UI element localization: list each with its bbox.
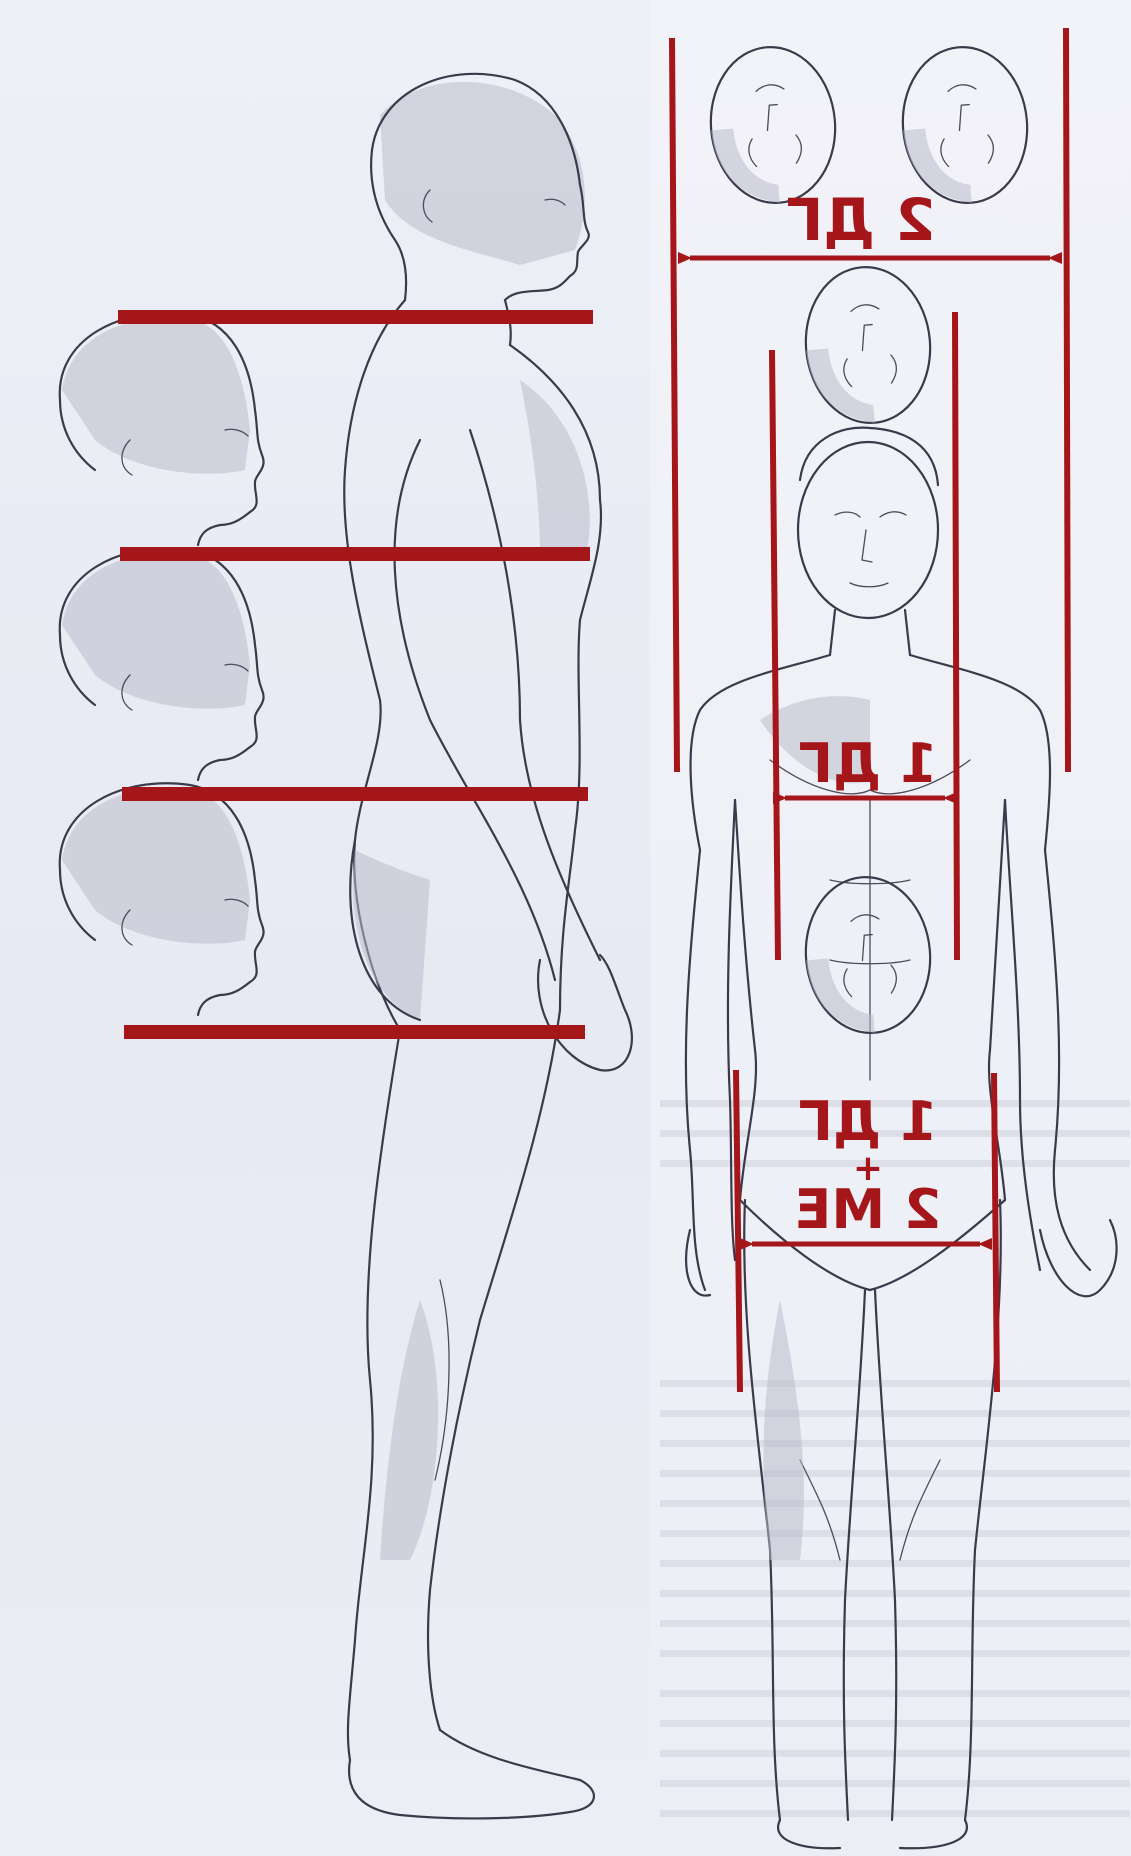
shoulder-guide-left xyxy=(672,38,677,772)
label-hip-bottom: 2 МЕ xyxy=(795,1178,942,1241)
waist-guide-left xyxy=(772,350,778,960)
profile-head-3 xyxy=(60,783,264,1015)
unit-head-middle xyxy=(799,262,936,428)
stacked-profile-heads xyxy=(60,313,264,1015)
waist-guide-right xyxy=(955,312,957,960)
label-hip-top: 1 ДГ xyxy=(799,1090,938,1153)
label-waist-width: 1 ДГ xyxy=(799,732,938,795)
unit-head-top-left xyxy=(704,42,841,208)
shoulder-guide-right xyxy=(1066,28,1068,772)
hip-guide-left xyxy=(736,1070,740,1392)
profile-head-1 xyxy=(60,313,264,545)
profile-head-2 xyxy=(60,548,264,780)
label-shoulder-width: 2 ДГ xyxy=(786,186,935,254)
side-view-figure xyxy=(344,74,632,1819)
unit-head-torso xyxy=(799,872,936,1038)
hip-guide-right xyxy=(994,1073,997,1392)
unit-head-top-right xyxy=(896,42,1033,208)
